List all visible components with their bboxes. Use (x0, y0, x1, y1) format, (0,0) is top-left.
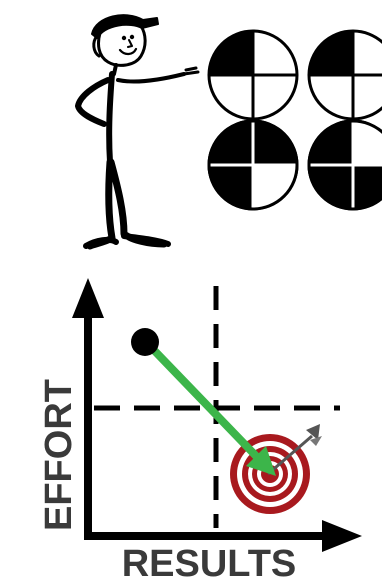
head-outline (99, 26, 146, 65)
y-axis-label: EFFORT (40, 379, 78, 531)
smile (120, 49, 136, 54)
quadrant-circle-bottom-left-icon (209, 121, 297, 209)
y-axis-arrowhead (72, 278, 104, 318)
quadrant-circle-bottom-right-icon (309, 121, 382, 209)
start-dot (131, 328, 159, 356)
torso (109, 74, 112, 162)
stick-figure-presenter-icon (78, 15, 198, 246)
right-leg (111, 162, 164, 244)
quadrant-circle-top-left-icon (209, 31, 297, 119)
right-eye (130, 35, 134, 39)
cap-icon (92, 15, 158, 38)
quadrant-circle-icons (209, 31, 382, 209)
effort-results-matrix (72, 278, 362, 552)
hip-arm (78, 80, 108, 124)
left-eye (122, 36, 126, 40)
quadrant-circle-top-right-icon (309, 31, 382, 119)
left-leg (90, 162, 112, 246)
pointing-arm (118, 74, 184, 82)
x-axis-label: RESULTS (18, 545, 382, 583)
